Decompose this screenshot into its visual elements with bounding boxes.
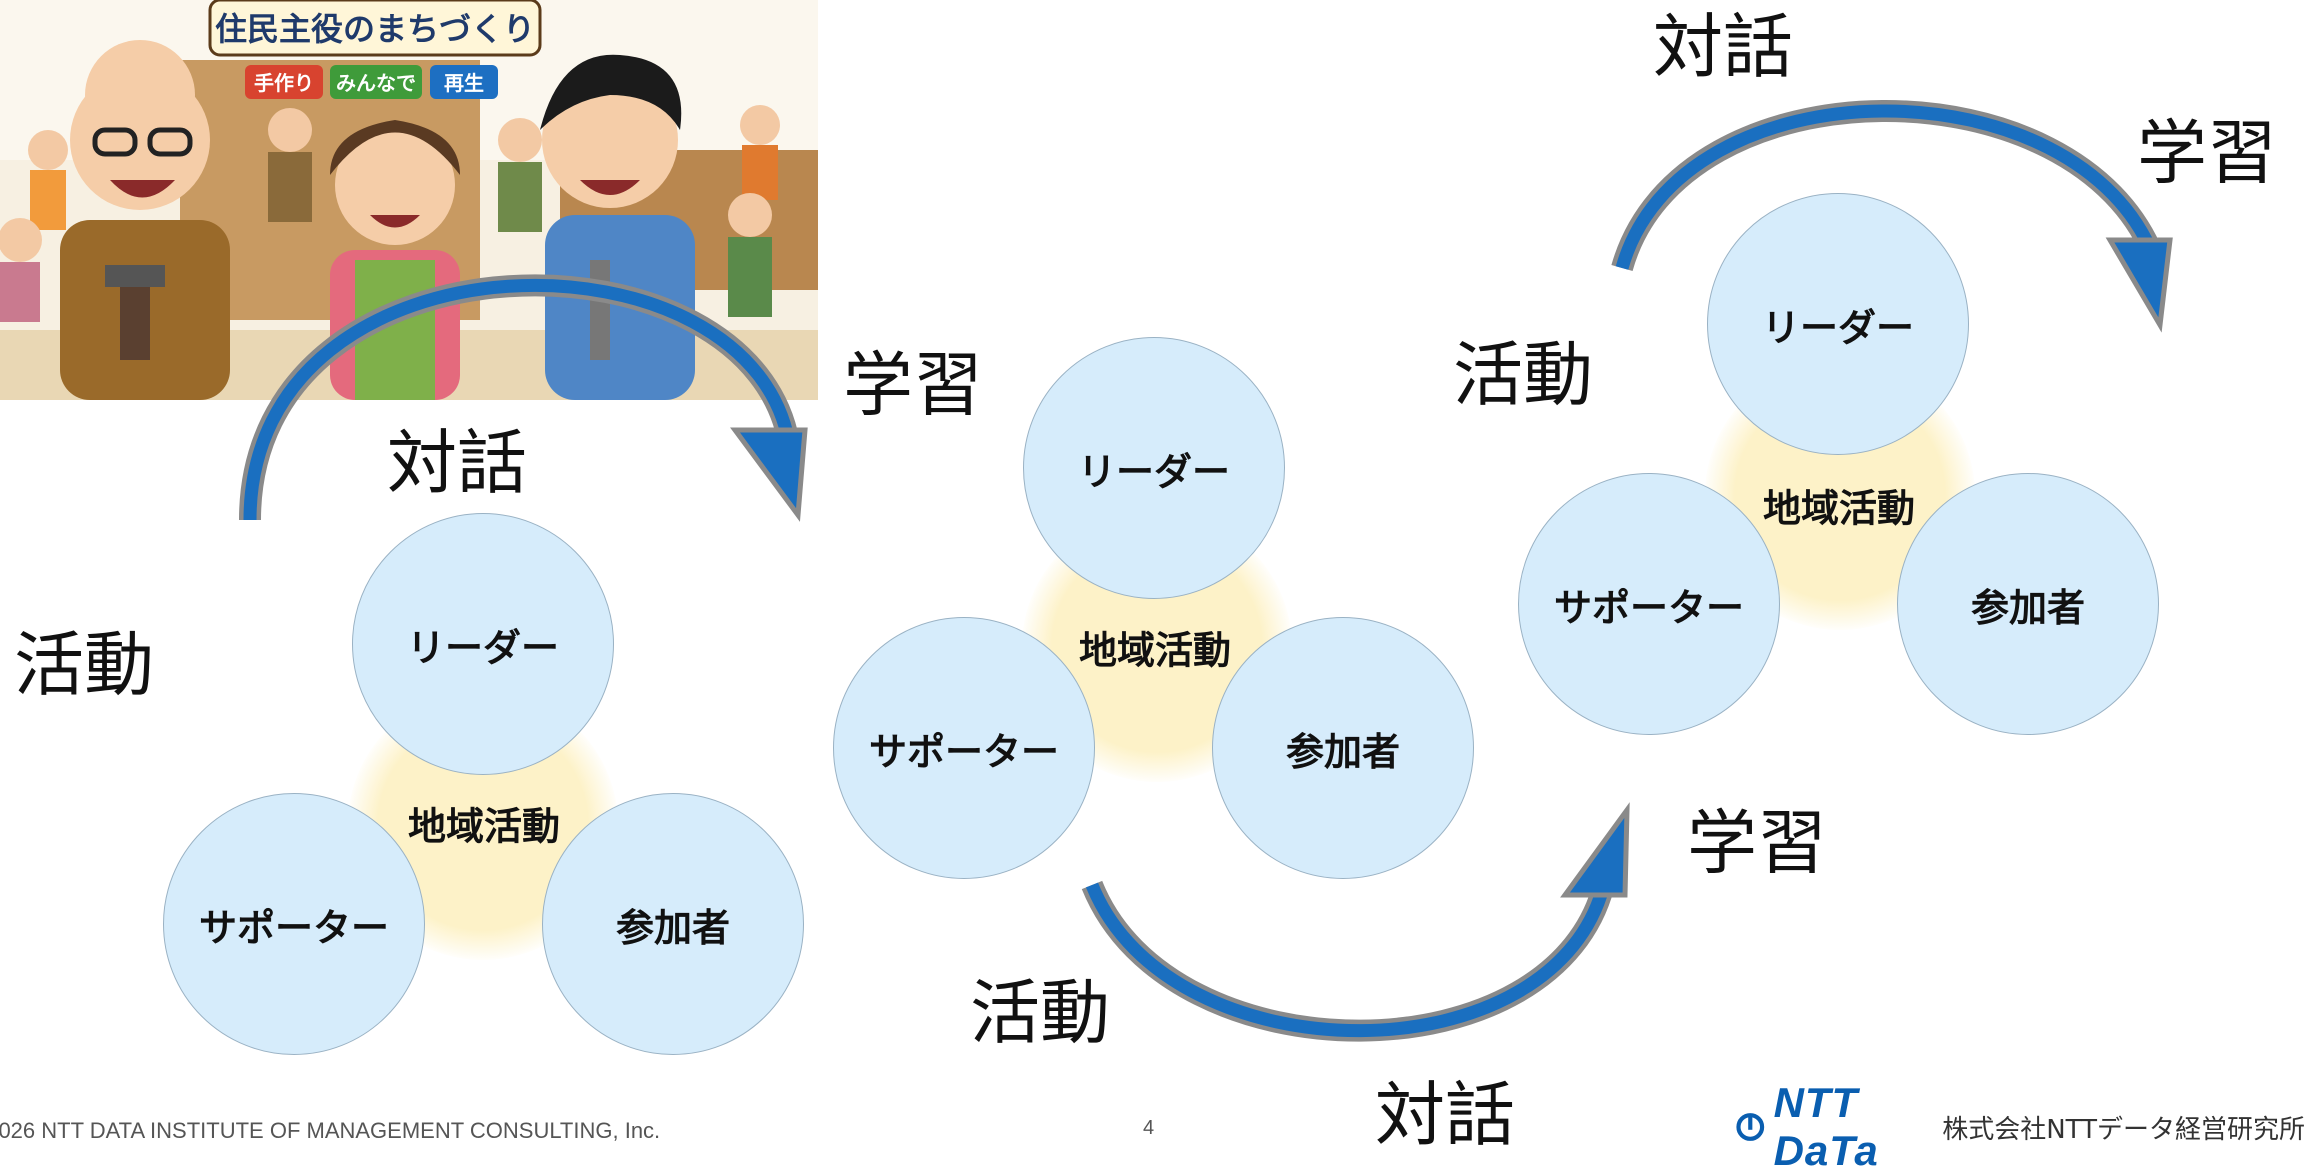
logo-wordmark: NTT DaTa	[1773, 1079, 1879, 1174]
word-taiwa-1: 対話	[387, 422, 527, 504]
word-gakushu-2: 学習	[843, 344, 983, 426]
center-label-3: 地域活動	[1762, 486, 1916, 531]
tag-revive: 再生	[444, 71, 484, 95]
ntt-data-logo-icon	[1736, 1113, 1765, 1141]
word-katsudou-3: 活動	[1453, 334, 1593, 416]
supporter-label-2: サポーター	[868, 729, 1059, 774]
tag-together: みんなで	[336, 71, 416, 95]
participant-circle-1: 参加者	[542, 793, 804, 1055]
supporter-label-1: サポーター	[198, 905, 389, 950]
word-taiwa-3: 対話	[1653, 6, 1793, 88]
word-gakushu-3b: 学習	[1687, 802, 1827, 884]
leader-label-2: リーダー	[1077, 449, 1230, 494]
word-gakushu-3a: 学習	[2137, 112, 2277, 194]
community-illustration: 住民主役のまちづくり 手作り みんなで 再生	[0, 0, 818, 400]
leader-circle-3: リーダー	[1707, 193, 1969, 455]
center-label-1: 地域活動	[407, 804, 561, 849]
leader-circle-2: リーダー	[1023, 337, 1285, 599]
word-katsudou-2: 活動	[970, 972, 1110, 1054]
company-name: 株式会社NTTデータ経営研究所	[1942, 1114, 2305, 1145]
leader-label-3: リーダー	[1761, 305, 1914, 350]
center-label-2: 地域活動	[1078, 628, 1232, 673]
supporter-circle-1: サポーター	[163, 793, 425, 1055]
word-katsudou-1: 活動	[14, 624, 154, 706]
leader-label-1: リーダー	[406, 625, 559, 670]
participant-label-2: 参加者	[1285, 729, 1400, 774]
participant-circle-2: 参加者	[1212, 617, 1474, 879]
participant-circle-3: 参加者	[1897, 473, 2159, 735]
supporter-label-3: サポーター	[1553, 585, 1744, 630]
company-logo: NTT DaTa 株式会社NTTデータ経営研究所	[1735, 1079, 2305, 1174]
banner-title: 住民主役のまちづくり	[215, 10, 535, 48]
participant-label-3: 参加者	[1970, 585, 2085, 630]
participant-label-1: 参加者	[615, 905, 730, 950]
tag-handmade: 手作り	[254, 71, 314, 95]
leader-circle-1: リーダー	[352, 513, 614, 775]
copyright-text: ©2026 NTT DATA INSTITUTE OF MANAGEMENT C…	[0, 1118, 661, 1143]
page-number: 4	[1143, 1117, 1155, 1139]
word-taiwa-2: 対話	[1375, 1074, 1515, 1156]
supporter-circle-3: サポーター	[1518, 473, 1780, 735]
supporter-circle-2: サポーター	[833, 617, 1095, 879]
